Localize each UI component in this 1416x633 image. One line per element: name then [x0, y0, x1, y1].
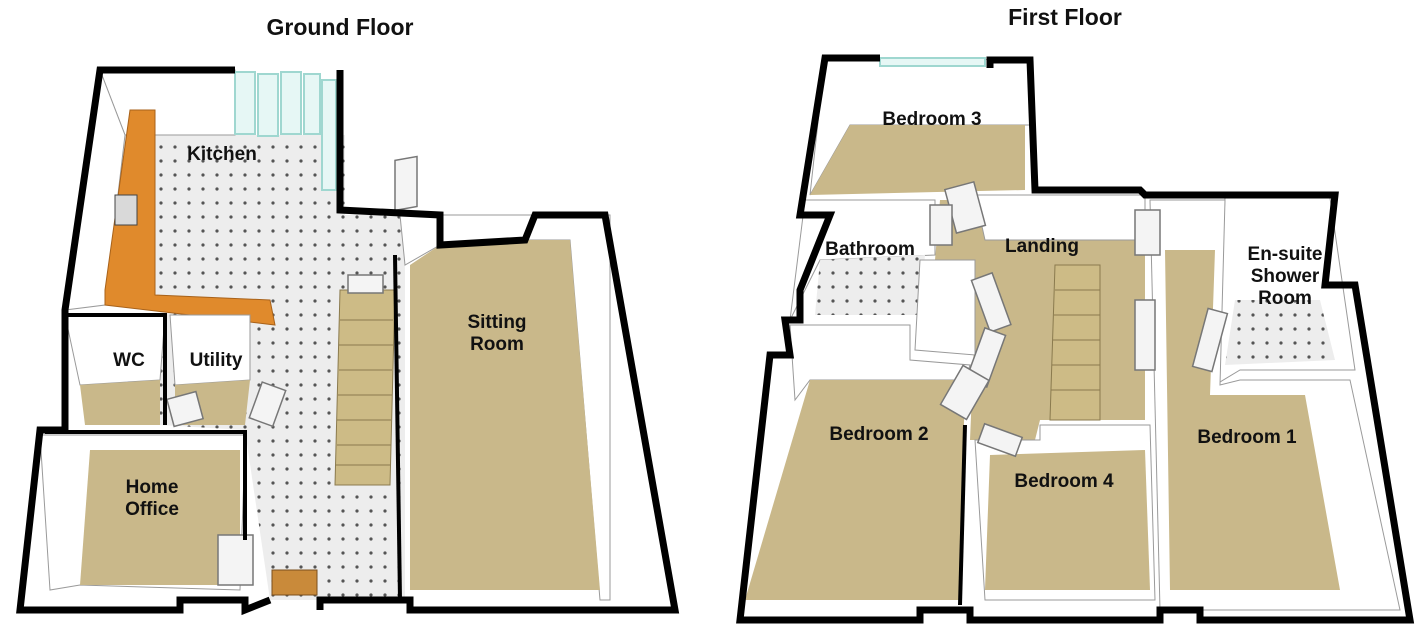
office-top-wall	[45, 430, 247, 540]
first-floor: First Floor	[736, 4, 1415, 624]
ground-inner-wall	[393, 254, 402, 601]
en-suite-floor	[1225, 300, 1335, 365]
bedroom-3-floor	[810, 125, 1025, 195]
room-label-landing: Landing	[1005, 236, 1079, 257]
kitchen-counter	[104, 109, 276, 326]
ground-doors	[165, 155, 418, 596]
bedroom-4-floor	[985, 450, 1150, 590]
landing-wall	[974, 194, 1146, 241]
room-label-bathroom: Bathroom	[825, 239, 915, 260]
room-label-kitchen: Kitchen	[187, 144, 257, 165]
cupboard-wall	[914, 259, 976, 356]
wc-utility-wall	[65, 313, 167, 425]
bathroom-floor	[815, 255, 925, 315]
ground-floor: Ground Floor	[16, 14, 680, 616]
room-label-bedroom-1: Bedroom 1	[1197, 427, 1297, 448]
room-label-bedroom-3: Bedroom 3	[882, 109, 981, 130]
room-label-utility: Utility	[190, 350, 243, 371]
first-outer-wall	[736, 54, 1415, 624]
ground-stairs	[334, 289, 396, 486]
ground-floor-title: Ground Floor	[267, 14, 414, 40]
bedroom-2-floor	[745, 380, 965, 600]
bifold-doors	[234, 71, 337, 191]
first-floor-title: First Floor	[1008, 4, 1122, 30]
room-label-bedroom-4: Bedroom 4	[1014, 471, 1114, 492]
kitchen-floor	[105, 135, 405, 600]
home-office-floor	[80, 450, 240, 585]
room-label-bedroom-2: Bedroom 2	[829, 424, 928, 445]
hob	[114, 194, 138, 226]
sitting-room-floor	[410, 240, 600, 590]
first-stairs	[1049, 264, 1101, 421]
first-doors	[929, 180, 1229, 458]
ground-outer-wall-right	[316, 70, 680, 614]
bedroom-3-window	[879, 57, 986, 67]
first-inner-walls	[958, 424, 967, 606]
room-label-wc: WC	[113, 350, 145, 371]
ground-outer-wall	[16, 66, 272, 616]
wc-floor	[80, 380, 160, 425]
